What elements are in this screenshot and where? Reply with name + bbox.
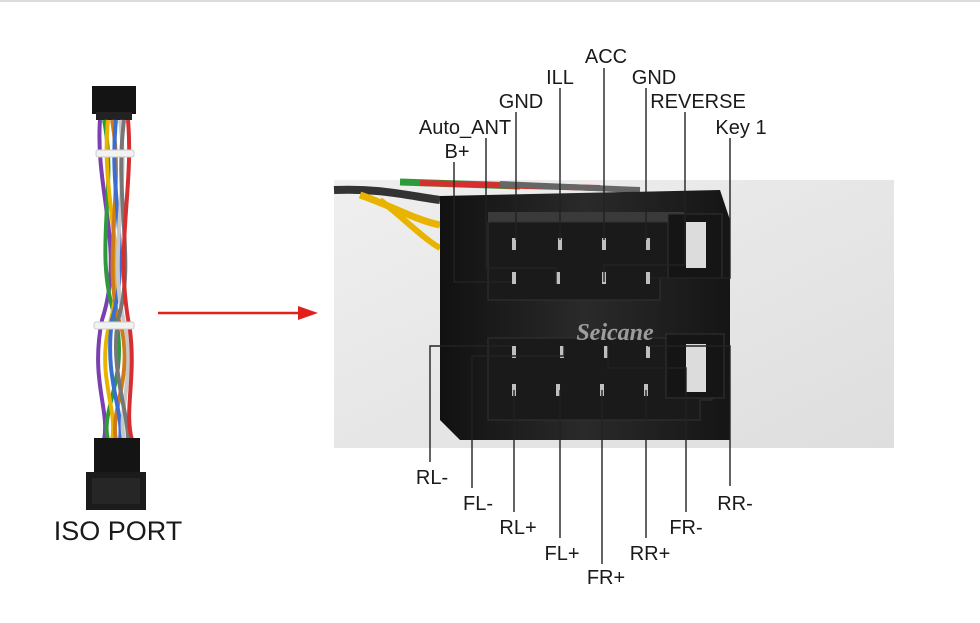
pin-label-rr-plus: RR+ bbox=[630, 543, 671, 565]
top-divider bbox=[0, 0, 980, 2]
cable-tie-lower bbox=[93, 321, 135, 330]
iso-harness-cable bbox=[86, 86, 146, 510]
bottom-plug bbox=[94, 438, 140, 474]
pin-label-acc: ACC bbox=[585, 46, 627, 68]
arrow-indicator bbox=[158, 306, 318, 320]
pin-label-gnd-right: GND bbox=[632, 67, 676, 89]
pin-label-auto-ant: Auto_ANT bbox=[419, 117, 511, 139]
pin-label-rl-minus: RL- bbox=[416, 467, 448, 489]
pin-label-rr-minus: RR- bbox=[717, 493, 753, 515]
pin-label-fr-plus: FR+ bbox=[587, 567, 625, 589]
watermark-text: Seicane bbox=[576, 320, 654, 346]
pin-label-fr-minus: FR- bbox=[669, 517, 702, 539]
top-plug bbox=[92, 86, 136, 114]
pin-label-b-plus: B+ bbox=[444, 141, 469, 163]
iso-port-label: ISO PORT bbox=[54, 516, 183, 546]
cable-tie-upper bbox=[95, 149, 135, 158]
pin-label-fl-minus: FL- bbox=[463, 493, 493, 515]
bottom-leader-lines bbox=[429, 345, 731, 564]
pin-label-reverse: REVERSE bbox=[650, 91, 746, 113]
pin-label-gnd-left: GND bbox=[499, 91, 543, 113]
pin-label-fl-plus: FL+ bbox=[544, 543, 579, 565]
top-leader-lines bbox=[453, 68, 731, 284]
connector-photo: Seicane bbox=[333, 178, 894, 448]
pin-label-key1: Key 1 bbox=[715, 117, 766, 139]
pin-label-rl-plus: RL+ bbox=[499, 517, 536, 539]
pin-label-ill: ILL bbox=[546, 67, 574, 89]
